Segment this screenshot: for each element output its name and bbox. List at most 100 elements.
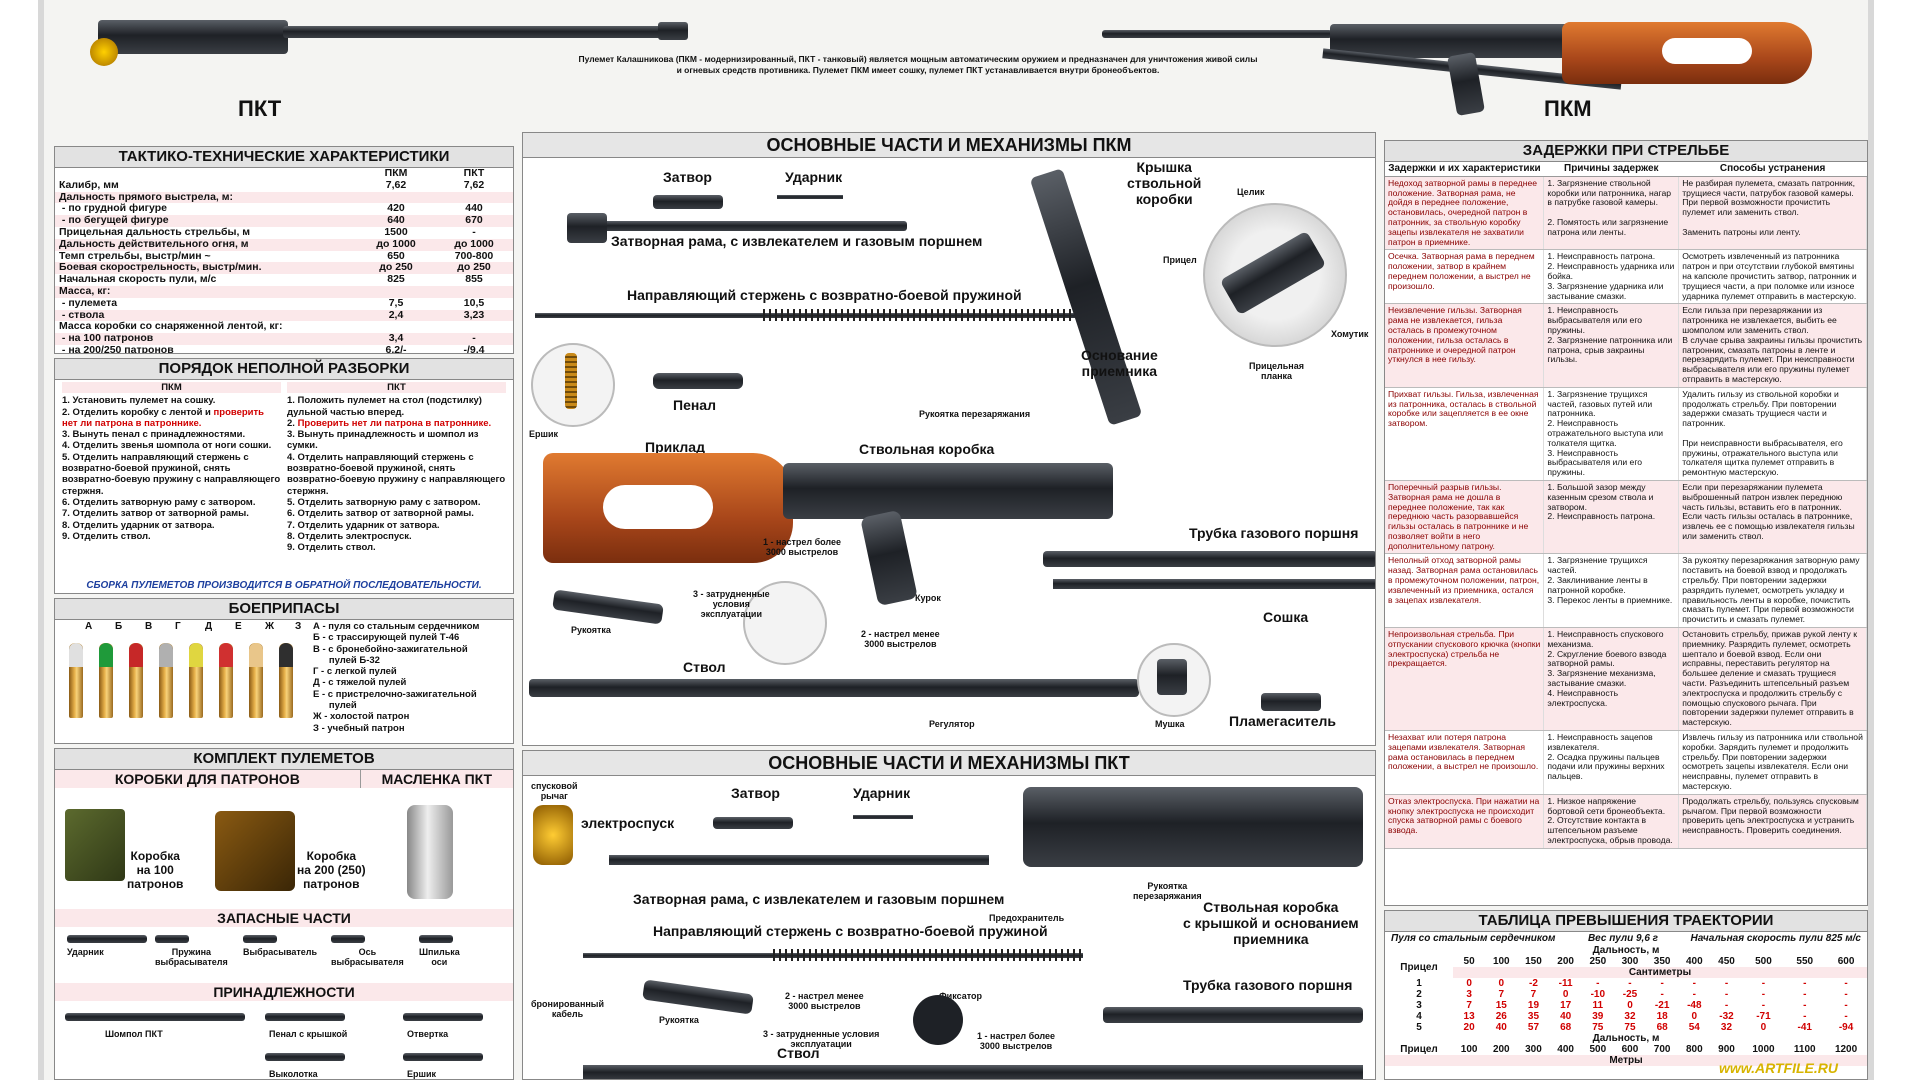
watermark: www.ARTFILE.RU — [1719, 1060, 1838, 1076]
trajectory-sight: 5 — [1416, 1022, 1422, 1033]
label-frame: Затворная рама, с извлекателем и газовым… — [611, 233, 983, 249]
accessory-image — [65, 1013, 245, 1021]
trajectory-value: - — [1844, 1000, 1848, 1011]
delay-remedy: За рукоятку перезаряжания затворную раму… — [1678, 553, 1867, 629]
trajectory-value: - — [1761, 978, 1766, 989]
delay-cause: 1. Загрязнение трущихся частей, газовых … — [1543, 387, 1680, 481]
cartridge-letter: Е — [235, 621, 242, 632]
ttx-pkm-value: 2,4 — [357, 309, 435, 322]
ttx-param: - ствола — [55, 309, 357, 322]
ttx-pkm-value: 420 — [387, 202, 405, 215]
disassembly-pkt-warning: Проверить нет ли патрона в патроннике. — [297, 417, 492, 429]
cartridge-tip — [189, 643, 203, 667]
ttx-pkm-value — [357, 285, 435, 298]
ttx-pkt-value: - — [472, 225, 476, 238]
ttx-pkt-value: 855 — [465, 273, 483, 286]
ttx-pkm-value: 825 — [387, 273, 405, 286]
trajectory-pricel-label-2: Прицел — [1400, 1044, 1438, 1055]
trajectory-distance: 300 — [1621, 956, 1639, 967]
trajectory-value: 19 — [1527, 1000, 1540, 1011]
trajectory-distance: 100 — [1492, 956, 1510, 967]
pkm-label: ПКМ — [1544, 96, 1592, 121]
kit-panel: КОМПЛЕКТ ПУЛЕМЕТОВ КОРОБКИ ДЛЯ ПАТРОНОВ … — [54, 748, 514, 1080]
cartridge-tip — [69, 643, 83, 667]
pkm-parts-panel: ОСНОВНЫЕ ЧАСТИ И МЕХАНИЗМЫ ПКМ Затвор Уд… — [522, 132, 1376, 746]
trajectory-value: 18 — [1656, 1011, 1668, 1022]
gas-tube-image — [1043, 551, 1375, 567]
delays-header: Способы устранения — [1678, 162, 1867, 177]
cartridge — [69, 643, 83, 718]
disassembly-panel: ПОРЯДОК НЕПОЛНОЙ РАЗБОРКИ ПКМ 1. Установ… — [54, 358, 514, 594]
trajectory-value: -71 — [1756, 1011, 1771, 1022]
label-priklad: Приклад — [645, 439, 705, 455]
label-pkt-nastrel1: 1 - настрел более 3000 выстрелов — [977, 1031, 1056, 1051]
trajectory-value: 68 — [1656, 1022, 1668, 1033]
delay-description: Прихват гильзы. Гильза, извлеченная из п… — [1385, 387, 1545, 481]
ttx-param: Масса коробки со снаряженной лентой, кг: — [59, 320, 283, 333]
trajectory-distance-2: 300 — [1525, 1044, 1542, 1055]
cartridge-tip — [249, 643, 263, 667]
pkt-bolt-image — [713, 817, 793, 829]
cartridge-tip — [99, 643, 113, 667]
trajectory-value: - — [1761, 989, 1766, 1000]
trajectory-value: - — [1844, 1011, 1848, 1022]
ttx-pkt-value: 3,23 — [435, 309, 513, 322]
spare-part-label: Выбрасыватель — [243, 947, 318, 957]
trajectory-distance-2: 1200 — [1834, 1044, 1858, 1055]
label-pkt-rukoyatka: Рукоятка — [659, 1015, 699, 1025]
trajectory-value: - — [1803, 989, 1807, 1000]
trajectory-value: -32 — [1719, 1011, 1734, 1022]
ttx-row: Дальность прямого выстрела, м: — [55, 191, 513, 204]
accessory-label: Отвертка — [407, 1029, 449, 1039]
delay-row: Непроизвольная стрельба. При отпускании … — [1385, 627, 1867, 732]
trajectory-distance-2: 1000 — [1752, 1044, 1775, 1055]
cartridge-letter: А — [85, 621, 93, 632]
grip-image — [860, 509, 918, 607]
label-ershik: Ершик — [529, 429, 559, 439]
cartridge-letter: Г — [175, 621, 181, 632]
label-trigger: спусковой рычаг — [531, 781, 578, 801]
delay-description: Непроизвольная стрельба. При отпускании … — [1385, 627, 1545, 732]
trajectory-value: -2 — [1529, 978, 1538, 989]
delay-row: Прихват гильзы. Гильза, извлеченная из п… — [1385, 387, 1867, 481]
delay-row: Неполный отход затворной рамы назад. Зат… — [1385, 553, 1867, 629]
box-200-image — [215, 811, 295, 891]
delay-remedy: Осмотреть извлеченный из патронника патр… — [1678, 249, 1867, 305]
firing-pin-image — [777, 195, 843, 199]
label-rod: Направляющий стержень с возвратно-боевой… — [627, 287, 1022, 303]
trajectory-value: 17 — [1560, 1000, 1572, 1011]
case-image — [653, 373, 743, 389]
trajectory-distance: 550 — [1796, 956, 1814, 967]
trajectory-distance-2: 700 — [1653, 1044, 1671, 1055]
ttx-col-pkt: ПКТ — [435, 167, 513, 180]
ttx-param: Масса, кг: — [55, 285, 357, 298]
ttx-pkt-value: 10,5 — [463, 296, 485, 309]
trajectory-metres-label: Метры — [1385, 1055, 1867, 1066]
trajectory-title: ТАБЛИЦА ПРЕВЫШЕНИЯ ТРАЕКТОРИИ — [1385, 911, 1867, 932]
flash-hider-image — [1261, 693, 1321, 711]
trajectory-pricel-label: Прицел — [1400, 961, 1438, 973]
label-pkt-frame: Затворная рама, с извлекателем и газовым… — [633, 891, 1005, 907]
accessory-image — [403, 1013, 483, 1021]
spare-part-image — [331, 935, 365, 943]
pkt-parts-panel: ОСНОВНЫЕ ЧАСТИ И МЕХАНИЗМЫ ПКТ спусковой… — [522, 750, 1376, 1080]
trajectory-value: 7 — [1530, 989, 1537, 1000]
ttx-param: Прицельная дальность стрельбы, м — [59, 225, 251, 238]
label-pkt-handle: Рукоятка перезаряжания — [1133, 881, 1202, 901]
trajectory-distance-2: 900 — [1718, 1044, 1735, 1055]
trajectory-distance-2: 400 — [1557, 1044, 1574, 1055]
receiver-cover-image — [1029, 168, 1143, 426]
pkt-gun-image — [68, 8, 688, 68]
poster: ПКТ Пулемет Калашникова (ПКМ - модернизи… — [38, 0, 1874, 1080]
delay-remedy: Продолжать стрельбу, пользуясь спусковым… — [1678, 794, 1867, 849]
disassembly-pkm: ПКМ 1. Установить пулемет на сошку. 2. О… — [59, 380, 284, 553]
